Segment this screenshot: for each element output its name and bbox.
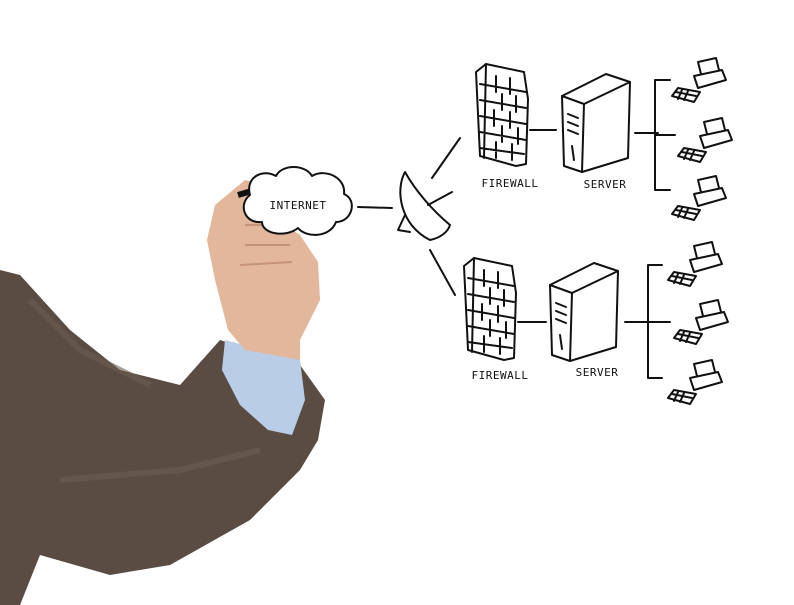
server-icon [549,262,619,362]
server-icon [561,73,631,173]
firewall-label-top: FIREWALL [482,177,539,190]
computer-icon [671,175,727,221]
computer-icon [677,117,733,163]
server-label-top: SERVER [584,178,627,191]
firewall-label-bottom: FIREWALL [472,369,529,382]
internet-label: INTERNET [270,199,327,212]
firewall-icon [463,257,517,361]
server-label-bottom: SERVER [576,366,619,379]
firewall-icon [475,63,529,167]
computer-icon [667,359,723,405]
satellite-dish-icon [397,171,453,241]
hand [207,180,320,360]
computer-icon [671,57,727,103]
computer-icon [667,241,723,287]
internet-cloud [242,166,353,236]
computer-icon [673,299,729,345]
shirt-cuff [222,340,305,435]
